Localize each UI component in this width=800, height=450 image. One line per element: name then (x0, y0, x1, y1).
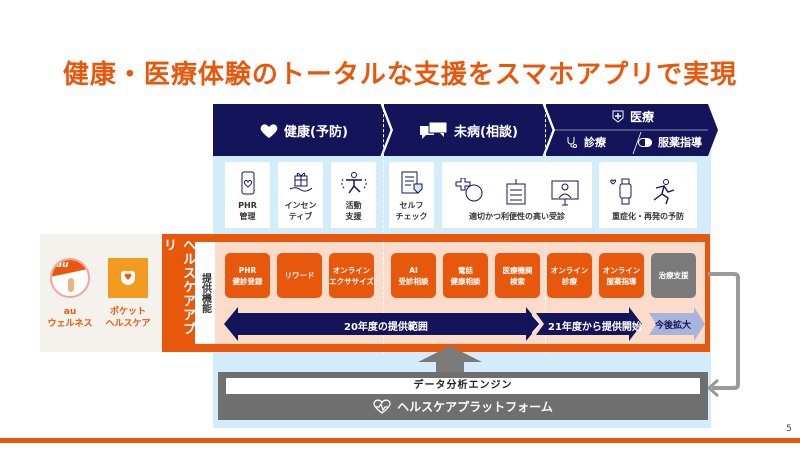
features-label: 提供機能 (195, 242, 215, 344)
data-analysis-engine: データ分析エンジン (226, 378, 700, 394)
page-number: 5 (786, 424, 792, 434)
phase-shinryo: 診療 (566, 134, 606, 150)
checklist-shield-icon (401, 171, 422, 194)
phase-health: 健康(予防) (260, 121, 348, 140)
feature-online-medication[interactable]: オンライン服薬指導 (599, 253, 644, 298)
phase-mibyo: 未病(相談) (420, 121, 518, 140)
divider (545, 242, 546, 344)
healthcare-app-label: ヘルスケアアプリ (161, 238, 195, 336)
pocket-healthcare-logo: ♥ (108, 258, 148, 298)
timeline-arrows (224, 307, 705, 341)
feature-treatment-support[interactable]: 治療支援 (651, 253, 696, 298)
card-prevention: 重症化・再発の予防 (599, 162, 697, 228)
divider (383, 104, 384, 354)
feature-hospital-search[interactable]: 医療機関検索 (495, 253, 540, 298)
divider (383, 242, 384, 344)
app-pocket-healthcare: ポケットヘルスケア (105, 307, 151, 329)
footer-line (0, 438, 800, 443)
card-incentive: インセンティブ (278, 162, 323, 228)
feedback-connector (706, 272, 740, 398)
feature-reward[interactable]: リワード (277, 253, 322, 298)
heart-icon (260, 123, 278, 138)
card-activity: 活動支援 (331, 162, 376, 228)
timeline-fy21: 21年度から提供開始 (548, 322, 642, 333)
phase-fukuyaku: 服薬指導 (638, 134, 702, 150)
card-selfcheck: セルフチェック (389, 162, 434, 228)
chat-bubbles-icon (420, 121, 448, 139)
timeline-future: 今後拡大 (655, 321, 692, 331)
timeline-fy20: 20年度の提供範囲 (344, 322, 428, 333)
up-arrow-icon (418, 346, 482, 374)
smartphone-heart-icon (241, 171, 254, 195)
feature-online-clinic[interactable]: オンライン診療 (547, 253, 592, 298)
card-consultation: 適切かつ利便性の高い受診 (442, 162, 592, 228)
pill-icon (638, 137, 652, 147)
divider (545, 104, 546, 354)
au-wellness-logo: au (50, 258, 90, 298)
gift-hand-icon (289, 172, 312, 192)
phase-header (213, 104, 718, 156)
smartwatch-runner-icon (610, 178, 675, 205)
heartbeat-icon (373, 399, 391, 414)
phase-medical: 医療 (612, 108, 654, 125)
page-title: 健康・医療体験のトータルな支援をスマホアプリで実現 (62, 60, 738, 90)
exercise-icon (340, 172, 367, 194)
platform-label: ヘルスケアプラットフォーム (218, 398, 708, 415)
feature-online-exercise[interactable]: オンラインエクササイズ (329, 253, 374, 298)
medical-cross-shield-icon (612, 110, 624, 123)
stethoscope-icon (567, 137, 577, 148)
feature-phone-consult[interactable]: 電話健康相談 (443, 253, 488, 298)
consultation-hospital-icon (455, 178, 579, 206)
